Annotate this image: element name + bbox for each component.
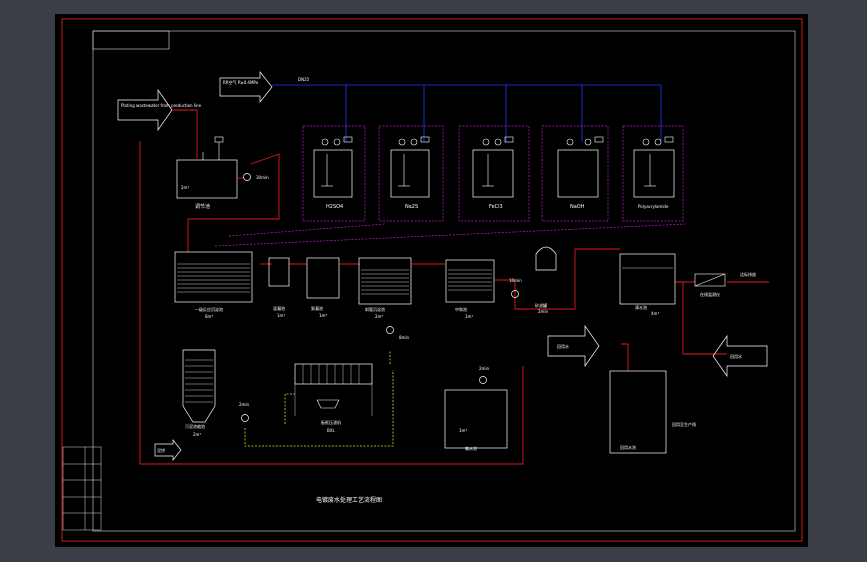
sludge-cart-icon bbox=[316, 399, 340, 409]
flocculation-tank bbox=[306, 257, 340, 299]
reuse-tank bbox=[609, 370, 667, 454]
sludge-outlet-arrow bbox=[154, 439, 182, 461]
filter-time-2: 2min bbox=[538, 309, 549, 314]
sump-time: 2min bbox=[479, 366, 490, 371]
reagent-motor-icons bbox=[321, 136, 674, 146]
inner-frame bbox=[92, 30, 796, 532]
equalization-tank bbox=[176, 159, 238, 199]
corner-box bbox=[92, 30, 170, 50]
neutral-tank bbox=[445, 259, 495, 303]
pump-icon bbox=[386, 326, 394, 334]
reaction-tank-1-volume: 6m³ bbox=[205, 314, 213, 319]
reagent-tanks bbox=[313, 149, 675, 198]
filter-time: 10min bbox=[509, 278, 522, 283]
air-line bbox=[272, 84, 662, 142]
neutral-label: 中和池 bbox=[455, 306, 467, 312]
sludge-outlet-label: 泥饼 bbox=[157, 447, 165, 453]
sensor-label: 在线监测仪 bbox=[700, 291, 720, 297]
sludge-time: 2min bbox=[239, 402, 250, 407]
process-flow-diagram: 电镀废水处理工艺流程图 RR空气 P≥0.4MPa DN25 Plating w… bbox=[61, 18, 803, 542]
discharge-label: 达标排放 bbox=[740, 271, 756, 277]
sump-tank bbox=[444, 389, 508, 449]
filter-press-size: BXL bbox=[327, 428, 335, 433]
pump-icon bbox=[243, 173, 251, 181]
sensor-diagonal bbox=[694, 273, 726, 287]
filter-press bbox=[294, 363, 373, 385]
reclaim-arrow bbox=[712, 334, 768, 378]
equalization-label: 调节池 bbox=[195, 203, 210, 210]
wastewater-inlet-arrow bbox=[117, 88, 173, 132]
flocculation-label: 絮凝池 bbox=[311, 305, 323, 311]
clean-water-volume: 4m³ bbox=[651, 311, 659, 316]
reuse-inlet-label: 回用水 bbox=[557, 343, 569, 349]
mixing-tank bbox=[268, 257, 290, 287]
air-arrow bbox=[219, 71, 273, 103]
pipe-label: DN25 bbox=[298, 77, 310, 82]
pump-icon bbox=[479, 376, 487, 384]
title-block-table bbox=[62, 446, 102, 531]
filter-press-label: 板框压滤机 bbox=[321, 419, 341, 425]
neutral-volume: 1m³ bbox=[465, 314, 473, 319]
settling-tank bbox=[358, 257, 412, 305]
dosing-lines bbox=[214, 125, 686, 247]
reaction-tank-1 bbox=[174, 251, 253, 303]
sludge-lines bbox=[244, 350, 394, 447]
neutral-tank-packing bbox=[448, 269, 492, 291]
settling-tank-packing bbox=[361, 269, 409, 295]
sludge-thickener bbox=[182, 349, 216, 423]
sludge-thickener-volume: 2m³ bbox=[193, 432, 201, 437]
reagent-tank-label: Polyacrylamide bbox=[638, 204, 669, 209]
return-time: 8min bbox=[399, 335, 410, 340]
pump-icon bbox=[511, 290, 519, 298]
clean-water-label: 清水池 bbox=[635, 304, 647, 310]
water-flow-lines bbox=[139, 109, 769, 465]
settling-volume: 2m³ bbox=[375, 314, 383, 319]
outer-frame bbox=[61, 18, 803, 542]
reuse-tank-label: 回用水池 bbox=[620, 444, 636, 450]
sludge-thickener-label: 污泥浓缩池 bbox=[185, 423, 205, 429]
mixing-volume: 1m³ bbox=[277, 313, 285, 318]
sand-filter-vessel bbox=[535, 246, 557, 271]
sump-label: 集水池 bbox=[465, 445, 477, 451]
air-arrow-label: RR空气 P≥0.4MPa bbox=[223, 79, 259, 85]
reagent-agitator-lines bbox=[321, 154, 656, 187]
sludge-thickener-packing bbox=[185, 359, 213, 403]
reaction-tank-1-packing bbox=[177, 263, 250, 293]
equalization-instruments bbox=[202, 136, 224, 160]
filter-press-plates bbox=[294, 364, 373, 416]
equalization-volume: 2m³ bbox=[181, 185, 189, 190]
reagent-tank-label: NaOH bbox=[570, 204, 585, 210]
reclaim-label: 回用水 bbox=[730, 353, 742, 359]
pump-icon bbox=[241, 414, 249, 422]
drawing-title: 电镀废水处理工艺流程图 bbox=[316, 496, 382, 504]
flocculation-volume: 1m³ bbox=[319, 313, 327, 318]
reagent-tank-label: H2SO4 bbox=[326, 204, 343, 210]
drawing-area: 电镀废水处理工艺流程图 RR空气 P≥0.4MPa DN25 Plating w… bbox=[55, 14, 808, 547]
filter-label: 砂滤罐 bbox=[535, 302, 547, 308]
mixing-label: 混凝池 bbox=[273, 305, 285, 311]
reagent-tank-label: FeCl3 bbox=[489, 204, 503, 210]
online-sensor-box bbox=[694, 273, 726, 287]
wastewater-inlet-label: Plating wastewater from production line bbox=[121, 103, 202, 108]
reuse-tank-note: 回用至生产线 bbox=[672, 421, 696, 427]
clean-water-tank bbox=[619, 253, 676, 305]
reaction-tank-1-label: 一级反应沉淀池 bbox=[195, 306, 223, 312]
equalization-time: 30min bbox=[256, 175, 269, 180]
reuse-inlet-arrow bbox=[547, 324, 600, 368]
sump-volume: 1m³ bbox=[459, 428, 467, 433]
reagent-tank-label: Na2S bbox=[405, 204, 418, 210]
settling-label: 斜管沉淀池 bbox=[365, 306, 385, 312]
